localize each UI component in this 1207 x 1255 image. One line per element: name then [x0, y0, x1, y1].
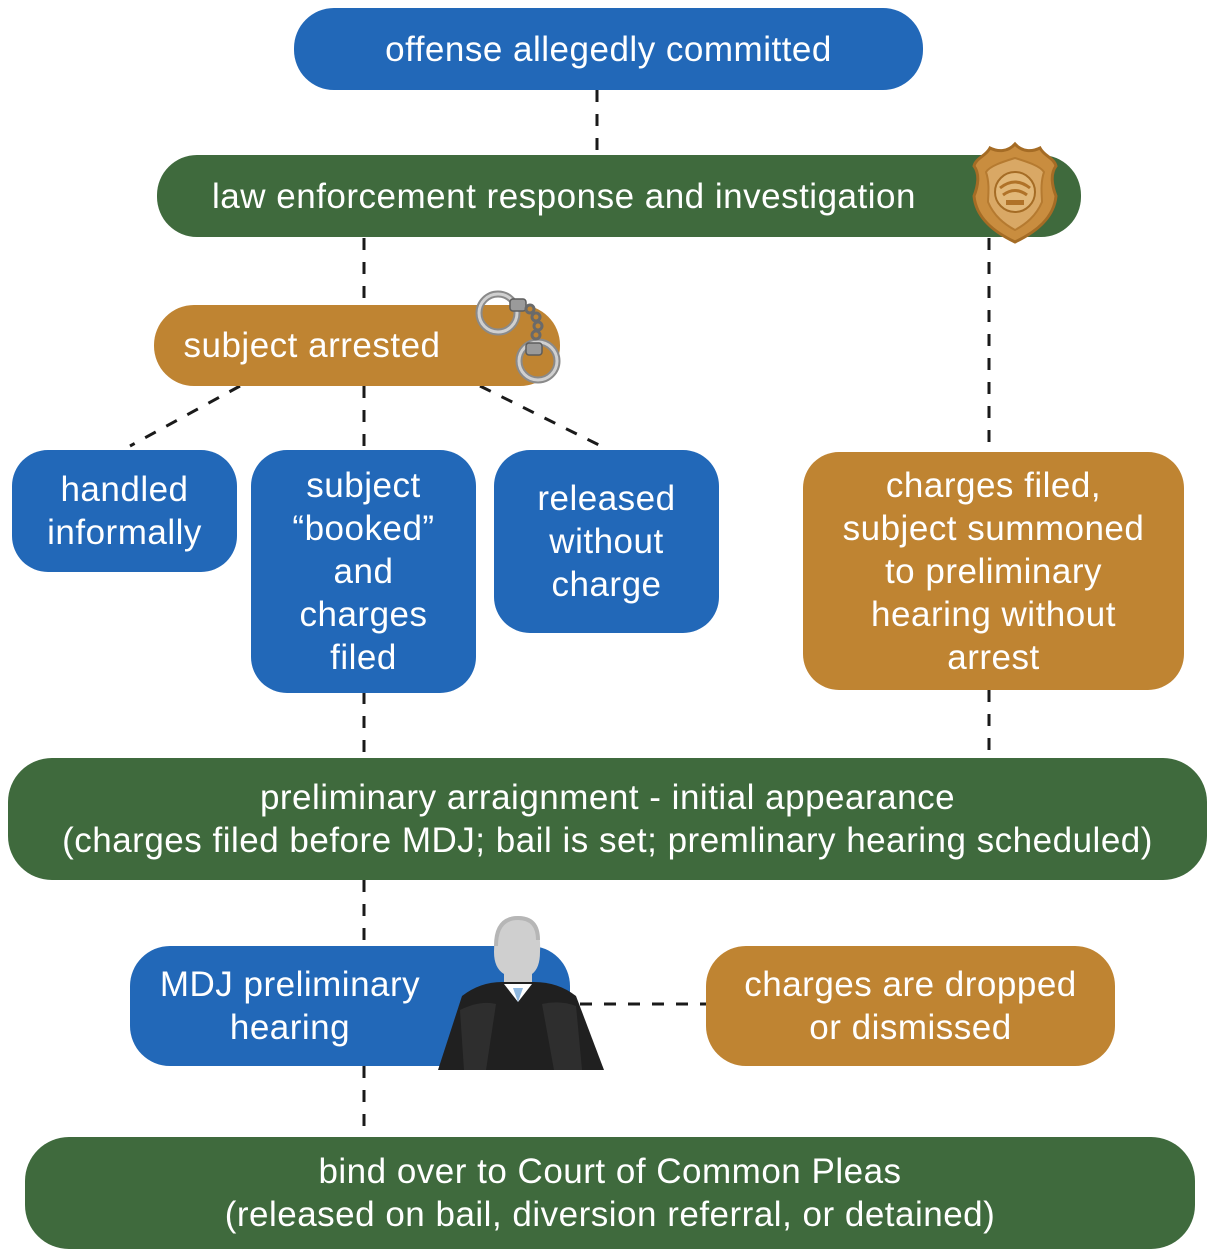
node-bind-over: bind over to Court of Common Pleas (rele… — [25, 1137, 1195, 1249]
node-line: charges — [299, 595, 428, 634]
node-line: (charges filed before MDJ; bail is set; … — [62, 821, 1153, 860]
node-offense-committed: offense allegedly committed — [294, 8, 923, 90]
node-handled-informally: handled informally — [12, 450, 237, 572]
police-badge-icon — [972, 141, 1058, 244]
handcuffs-icon — [475, 290, 561, 384]
node-line: charge — [551, 565, 662, 604]
node-line: charges are dropped — [744, 965, 1077, 1004]
node-line: handled — [60, 470, 189, 509]
node-line: filed — [330, 638, 397, 677]
node-line: subject summoned — [842, 508, 1145, 548]
node-released-without-charge: released without charge — [494, 450, 719, 633]
node-text: offense allegedly committed — [385, 29, 832, 69]
connector-arrest-to-informal — [129, 384, 241, 448]
node-subject-arrested: subject arrested — [154, 305, 560, 386]
node-line: arrest — [947, 637, 1040, 677]
node-line: preliminary arraignment - initial appear… — [259, 778, 956, 817]
node-line: to preliminary — [884, 551, 1103, 591]
node-line: or dismissed — [809, 1008, 1012, 1047]
node-text: law enforcement response and investigati… — [212, 176, 916, 216]
node-line: without — [549, 522, 664, 561]
node-summoned-without-arrest: charges filed, subject summoned to preli… — [803, 452, 1184, 690]
node-line: charges filed, — [885, 465, 1102, 505]
node-law-enforcement: law enforcement response and investigati… — [157, 155, 1081, 237]
judge-icon — [438, 915, 604, 1070]
node-line: subject — [306, 466, 421, 505]
node-line: informally — [47, 513, 202, 552]
node-charges-dropped: charges are dropped or dismissed — [706, 946, 1115, 1066]
node-line: MDJ preliminary — [159, 965, 421, 1004]
node-line: hearing without — [871, 594, 1116, 634]
node-subject-booked: subject “booked” and charges filed — [251, 450, 476, 693]
node-preliminary-arraignment: preliminary arraignment - initial appear… — [8, 758, 1207, 880]
node-mdj-preliminary-hearing: MDJ preliminary hearing — [130, 946, 570, 1066]
node-text: subject arrested — [183, 326, 441, 365]
node-line: released — [537, 479, 676, 518]
node-line: and — [333, 552, 394, 591]
node-line: bind over to Court of Common Pleas — [318, 1152, 902, 1191]
connector-arrest-to-released — [479, 384, 606, 450]
node-line: (released on bail, diversion referral, o… — [224, 1195, 996, 1234]
node-line: “booked” — [292, 509, 435, 548]
node-line: hearing — [229, 1008, 351, 1047]
